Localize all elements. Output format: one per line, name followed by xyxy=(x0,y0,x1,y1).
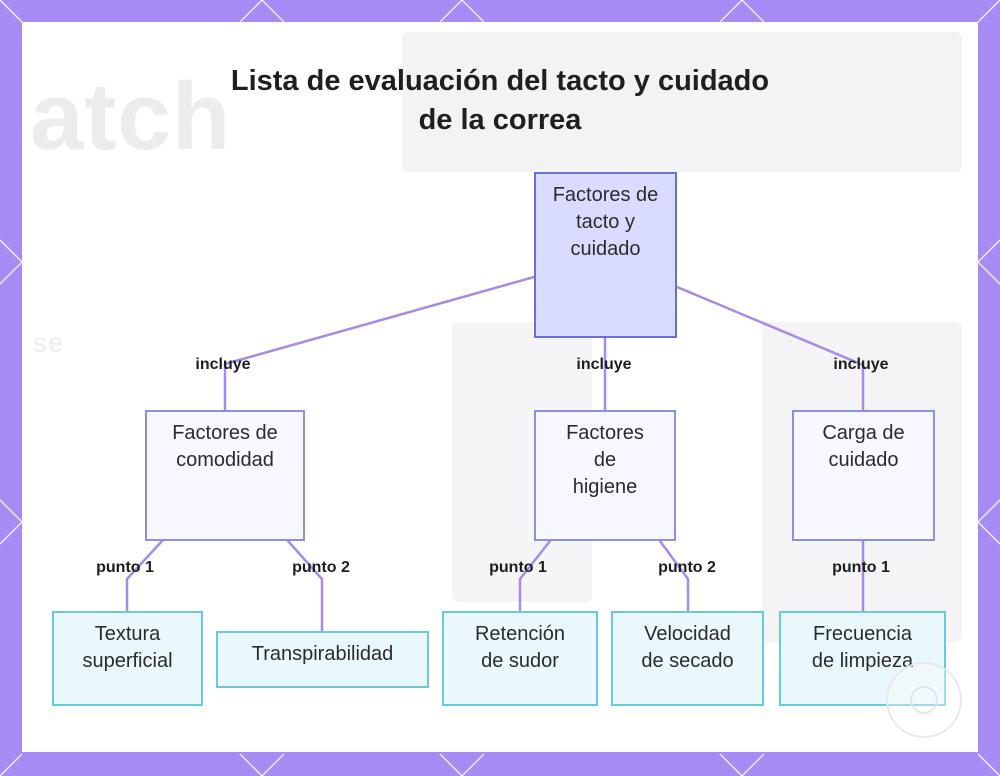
background-watermark-text-2: se xyxy=(32,327,64,358)
edge-label-root-comodidad: incluye xyxy=(195,356,251,373)
node-velocidad[interactable]: Velocidad de secado xyxy=(611,611,764,706)
edge-label-root-higiene: incluye xyxy=(576,356,632,373)
node-root[interactable]: Factores de tacto y cuidado xyxy=(534,172,677,338)
node-transpirabilidad[interactable]: Transpirabilidad xyxy=(216,631,429,688)
node-transpirabilidad-label: Transpirabilidad xyxy=(251,643,394,665)
node-higiene[interactable]: Factores de higiene xyxy=(534,410,676,541)
node-velocidad-label: Velocidad de secado xyxy=(641,623,734,672)
logo-watermark xyxy=(886,662,962,738)
node-retencion[interactable]: Retención de sudor xyxy=(442,611,598,706)
node-carga[interactable]: Carga de cuidado xyxy=(792,410,935,541)
diagram-title: Lista de evaluación del tacto y cuidado … xyxy=(230,65,770,136)
edge-higiene-retencion xyxy=(518,539,552,613)
node-comodidad-label: Factores de comodidad xyxy=(172,422,278,471)
edge-label-higiene-retencion: punto 1 xyxy=(489,559,547,576)
node-textura[interactable]: Textura superficial xyxy=(52,611,203,706)
node-carga-label: Carga de cuidado xyxy=(822,422,905,471)
node-root-label: Factores de tacto y cuidado xyxy=(552,184,659,260)
edge-label-carga-frecuencia: punto 1 xyxy=(832,559,890,576)
edge-root-comodidad xyxy=(223,275,536,412)
node-retencion-label: Retención de sudor xyxy=(474,623,566,672)
edge-label-comodidad-textura: punto 1 xyxy=(96,559,154,576)
background-shape xyxy=(402,32,962,172)
node-textura-label: Textura superficial xyxy=(82,623,173,672)
node-comodidad[interactable]: Factores de comodidad xyxy=(145,410,305,541)
edge-comodidad-textura xyxy=(125,539,164,613)
edge-comodidad-transpirabilidad xyxy=(286,539,324,633)
node-higiene-label: Factores de higiene xyxy=(566,422,644,498)
node-frecuencia-label: Frecuencia de limpieza xyxy=(811,623,914,672)
edge-label-comodidad-transpirabilidad: punto 2 xyxy=(292,559,350,576)
edge-label-root-carga: incluye xyxy=(833,356,889,373)
edge-label-higiene-velocidad: punto 2 xyxy=(658,559,716,576)
background-watermark-text: atch xyxy=(30,63,232,170)
edge-higiene-velocidad xyxy=(658,539,690,613)
edge-root-carga xyxy=(675,285,865,412)
connector-lines xyxy=(125,275,865,633)
diagram-canvas: atch se Lista de evaluación del tacto y … xyxy=(22,22,978,752)
